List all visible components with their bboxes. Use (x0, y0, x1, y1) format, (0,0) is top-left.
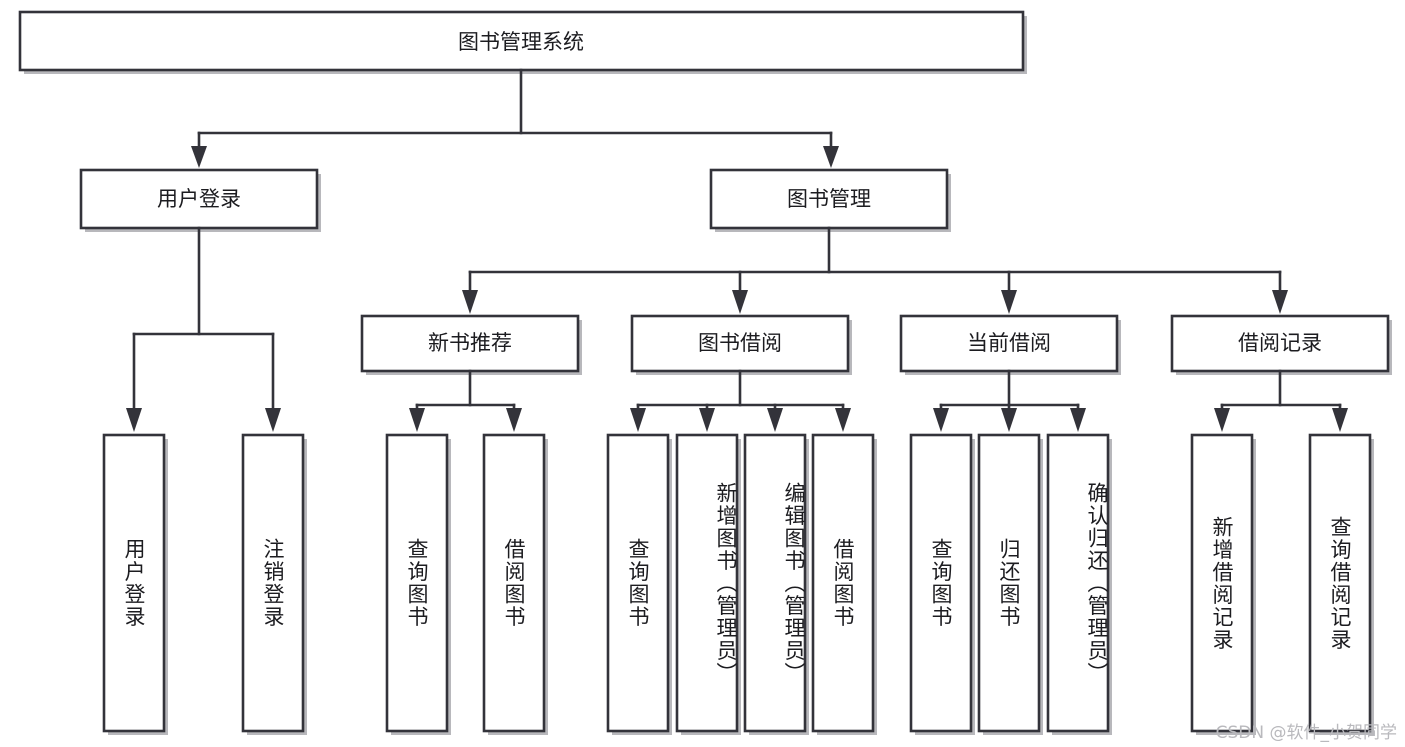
leaf-boxes (102, 433, 1374, 735)
arrow-to-leaf-borrow-book-1 (506, 408, 522, 432)
arrow-to-leaf-confirm-return (1070, 408, 1086, 432)
arrow-to-leaf-query-book-3 (933, 408, 949, 432)
arrow-to-leaf-add-record (1214, 408, 1230, 432)
leaf-box-query-record[interactable] (1308, 433, 1372, 733)
connector-new-book-recommend-to-leaves (409, 369, 522, 432)
arrow-to-leaf-user-login (126, 408, 142, 432)
node-borrow-record[interactable]: 借阅记录 (1170, 314, 1392, 375)
arrow-to-leaf-edit-book (767, 408, 783, 432)
node-current-borrow-rect (899, 314, 1119, 373)
leaf-box-query-book-2[interactable] (606, 433, 670, 733)
node-root-label: 图书管理系统 (458, 30, 584, 54)
leaf-box-user-login[interactable] (102, 433, 166, 733)
node-borrow-record-rect (1170, 314, 1390, 373)
node-borrow-record-label: 借阅记录 (1238, 331, 1322, 355)
arrow-to-leaf-return-book (1001, 408, 1017, 432)
leaf-box-query-book-3[interactable] (909, 433, 973, 733)
leaf-box-edit-book[interactable] (743, 433, 807, 733)
node-book-borrow-label: 图书借阅 (698, 331, 782, 355)
leaf-box-logout-login[interactable] (241, 433, 305, 733)
arrow-to-user-login (191, 146, 207, 168)
node-current-borrow-label: 当前借阅 (967, 331, 1051, 355)
arrow-to-leaf-add-book (699, 408, 715, 432)
node-book-management-rect (709, 168, 949, 230)
arrow-to-new-book-recommend (462, 290, 478, 314)
connector-root-to-level1 (191, 68, 839, 168)
node-book-management-label: 图书管理 (787, 187, 871, 211)
node-root-rect (18, 10, 1025, 72)
leaf-box-borrow-book-1[interactable] (482, 433, 546, 733)
node-new-book-recommend-label: 新书推荐 (428, 331, 512, 355)
connector-book-management-to-level2 (462, 226, 1288, 314)
arrow-to-leaf-query-book-2 (630, 408, 646, 432)
arrow-to-leaf-query-record (1332, 408, 1348, 432)
node-root[interactable]: 图书管理系统 (18, 10, 1027, 74)
leaf-box-borrow-book-2[interactable] (811, 433, 875, 733)
arrow-to-borrow-record (1272, 290, 1288, 314)
arrow-to-book-borrow (732, 290, 748, 314)
arrow-to-current-borrow (1001, 290, 1017, 314)
node-new-book-recommend[interactable]: 新书推荐 (360, 314, 582, 375)
arrow-to-leaf-query-book-1 (409, 408, 425, 432)
node-user-login[interactable]: 用户登录 (79, 168, 321, 232)
node-book-management[interactable]: 图书管理 (709, 168, 951, 232)
connector-user-login-to-leaves (126, 226, 281, 432)
leaf-box-confirm-return[interactable] (1046, 433, 1110, 733)
node-new-book-recommend-rect (360, 314, 580, 373)
leaf-box-add-record[interactable] (1190, 433, 1254, 733)
connector-current-borrow-to-leaves (933, 369, 1086, 432)
node-user-login-label: 用户登录 (157, 187, 241, 211)
node-book-borrow[interactable]: 图书借阅 (630, 314, 852, 375)
node-current-borrow[interactable]: 当前借阅 (899, 314, 1121, 375)
csdn-watermark: CSDN @软件_小贺同学 (1215, 723, 1397, 743)
arrow-to-leaf-logout-login (265, 408, 281, 432)
leaf-box-return-book[interactable] (977, 433, 1041, 733)
arrow-to-leaf-borrow-book-2 (835, 408, 851, 432)
arrow-to-book-management (823, 146, 839, 168)
connector-book-borrow-to-leaves (630, 369, 851, 432)
leaf-box-add-book[interactable] (675, 433, 739, 733)
node-user-login-rect (79, 168, 319, 230)
leaf-box-query-book-1[interactable] (385, 433, 449, 733)
connector-borrow-record-to-leaves (1214, 369, 1348, 432)
